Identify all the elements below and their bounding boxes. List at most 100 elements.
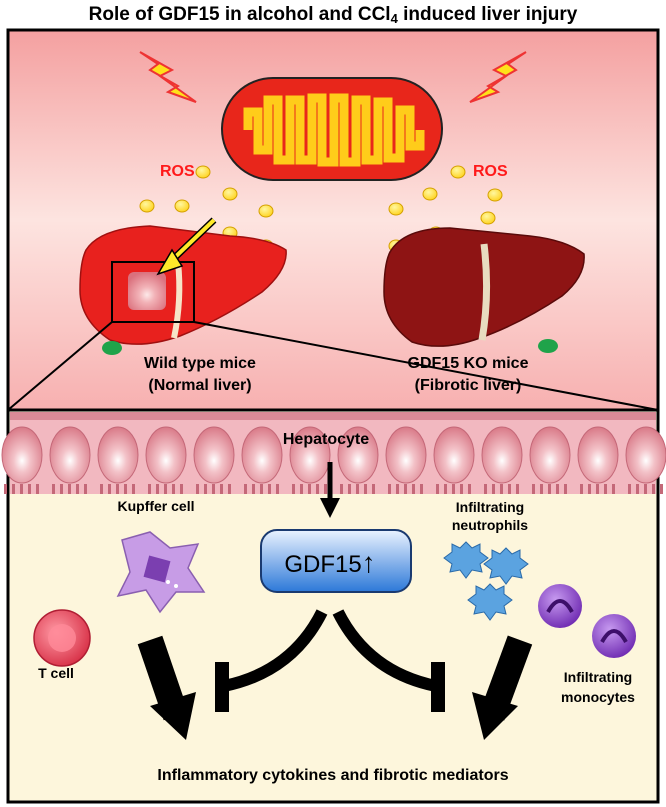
microvillus [132, 484, 135, 494]
tcell-icon [33, 609, 91, 667]
hepatocyte-cell [481, 426, 523, 484]
hepatocyte-cell [145, 426, 187, 484]
gdf15-label: GDF15↑ [284, 547, 375, 578]
hepatocyte-cell [385, 426, 427, 484]
microvillus [300, 484, 303, 494]
ros-label-right: ROS [473, 163, 508, 180]
microvillus [356, 484, 359, 494]
hepatocyte-cell [193, 426, 235, 484]
hepatocyte-cell [433, 426, 475, 484]
microvillus [492, 484, 495, 494]
monocyte-icons [538, 584, 636, 658]
microvillus [612, 484, 615, 494]
microvillus [148, 484, 151, 494]
microvillus [372, 484, 375, 494]
microvillus [444, 484, 447, 494]
microvillus [468, 484, 471, 494]
microvillus [364, 484, 367, 494]
microvillus [260, 484, 263, 494]
microvillus [516, 484, 519, 494]
ros-arrow-head [156, 248, 184, 276]
microvillus [404, 484, 407, 494]
microvillus [460, 484, 463, 494]
microvillus [604, 484, 607, 494]
microvillus [164, 484, 167, 494]
hepatocyte-cell [577, 426, 619, 484]
microvillus [564, 484, 567, 494]
hepatocyte-layer [1, 412, 666, 494]
microvillus [340, 484, 343, 494]
microvillus [644, 484, 647, 494]
ko-label: GDF15 KO mice [408, 355, 529, 372]
microvillus [108, 484, 111, 494]
hepatocyte-cell [289, 426, 331, 484]
hepatocyte-cell [1, 426, 43, 484]
microvillus [244, 484, 247, 494]
hepatocyte-cell [337, 426, 379, 484]
microvillus [412, 484, 415, 494]
microvillus [484, 484, 487, 494]
microvillus [556, 484, 559, 494]
microvillus [204, 484, 207, 494]
wild-type-liver [79, 225, 287, 355]
hepatocyte-arrow-head [320, 498, 340, 518]
microvillus [220, 484, 223, 494]
neutrophil-icons [443, 541, 529, 621]
microvillus [532, 484, 535, 494]
microvillus [508, 484, 511, 494]
microvillus [292, 484, 295, 494]
microvillus [596, 484, 599, 494]
ros-label-left: ROS [160, 163, 195, 180]
hepatocyte-label: Hepatocyte [283, 431, 369, 448]
microvillus [116, 484, 119, 494]
microvillus [68, 484, 71, 494]
zoom-line-right [193, 321, 659, 411]
figure-title: Role of GDF15 in alcohol and CCl4 induce… [88, 4, 578, 26]
hepatocyte-cell [241, 426, 283, 484]
microvillus [84, 484, 87, 494]
inhibition-line-right [332, 609, 438, 692]
microvillus [36, 484, 39, 494]
microvillus [588, 484, 591, 494]
microvillus [316, 484, 319, 494]
gdf15-box [260, 529, 412, 593]
kupffer-label: Kupffer cell [117, 498, 194, 514]
microvillus [652, 484, 655, 494]
microvillus [52, 484, 55, 494]
hepatocyte-border [10, 412, 656, 420]
microvillus [156, 484, 159, 494]
wild-type-label: Wild type mice [144, 355, 256, 372]
microvillus [452, 484, 455, 494]
hepatocyte-cell [49, 426, 91, 484]
microvillus [388, 484, 391, 494]
neutrophils-label-2: neutrophils [452, 517, 528, 533]
microvillus [28, 484, 31, 494]
microvillus [4, 484, 7, 494]
microvillus [228, 484, 231, 494]
ko-fibrotic-liver [383, 227, 585, 353]
arrow-right-cells-head [472, 692, 518, 740]
zoom-box [111, 261, 195, 323]
hepatocyte-cell [529, 426, 571, 484]
microvillus [268, 484, 271, 494]
microvillus [252, 484, 255, 494]
lightning-bolt-right-icon [469, 51, 527, 103]
inhibition-line-left [222, 609, 328, 692]
monocytes-label-2: monocytes [561, 689, 635, 705]
arrow-left-cells-head [150, 692, 196, 740]
microvillus [20, 484, 23, 494]
microvillus [100, 484, 103, 494]
microvillus [276, 484, 279, 494]
microvillus [12, 484, 15, 494]
microvillus [636, 484, 639, 494]
ros-arrow [168, 218, 216, 264]
microvillus [500, 484, 503, 494]
microvillus [172, 484, 175, 494]
microvillus [212, 484, 215, 494]
microvillus [180, 484, 183, 494]
kupffer-cell-icon [116, 531, 206, 614]
microvillus [76, 484, 79, 494]
microvillus [196, 484, 199, 494]
tcell-label: T cell [38, 665, 74, 681]
